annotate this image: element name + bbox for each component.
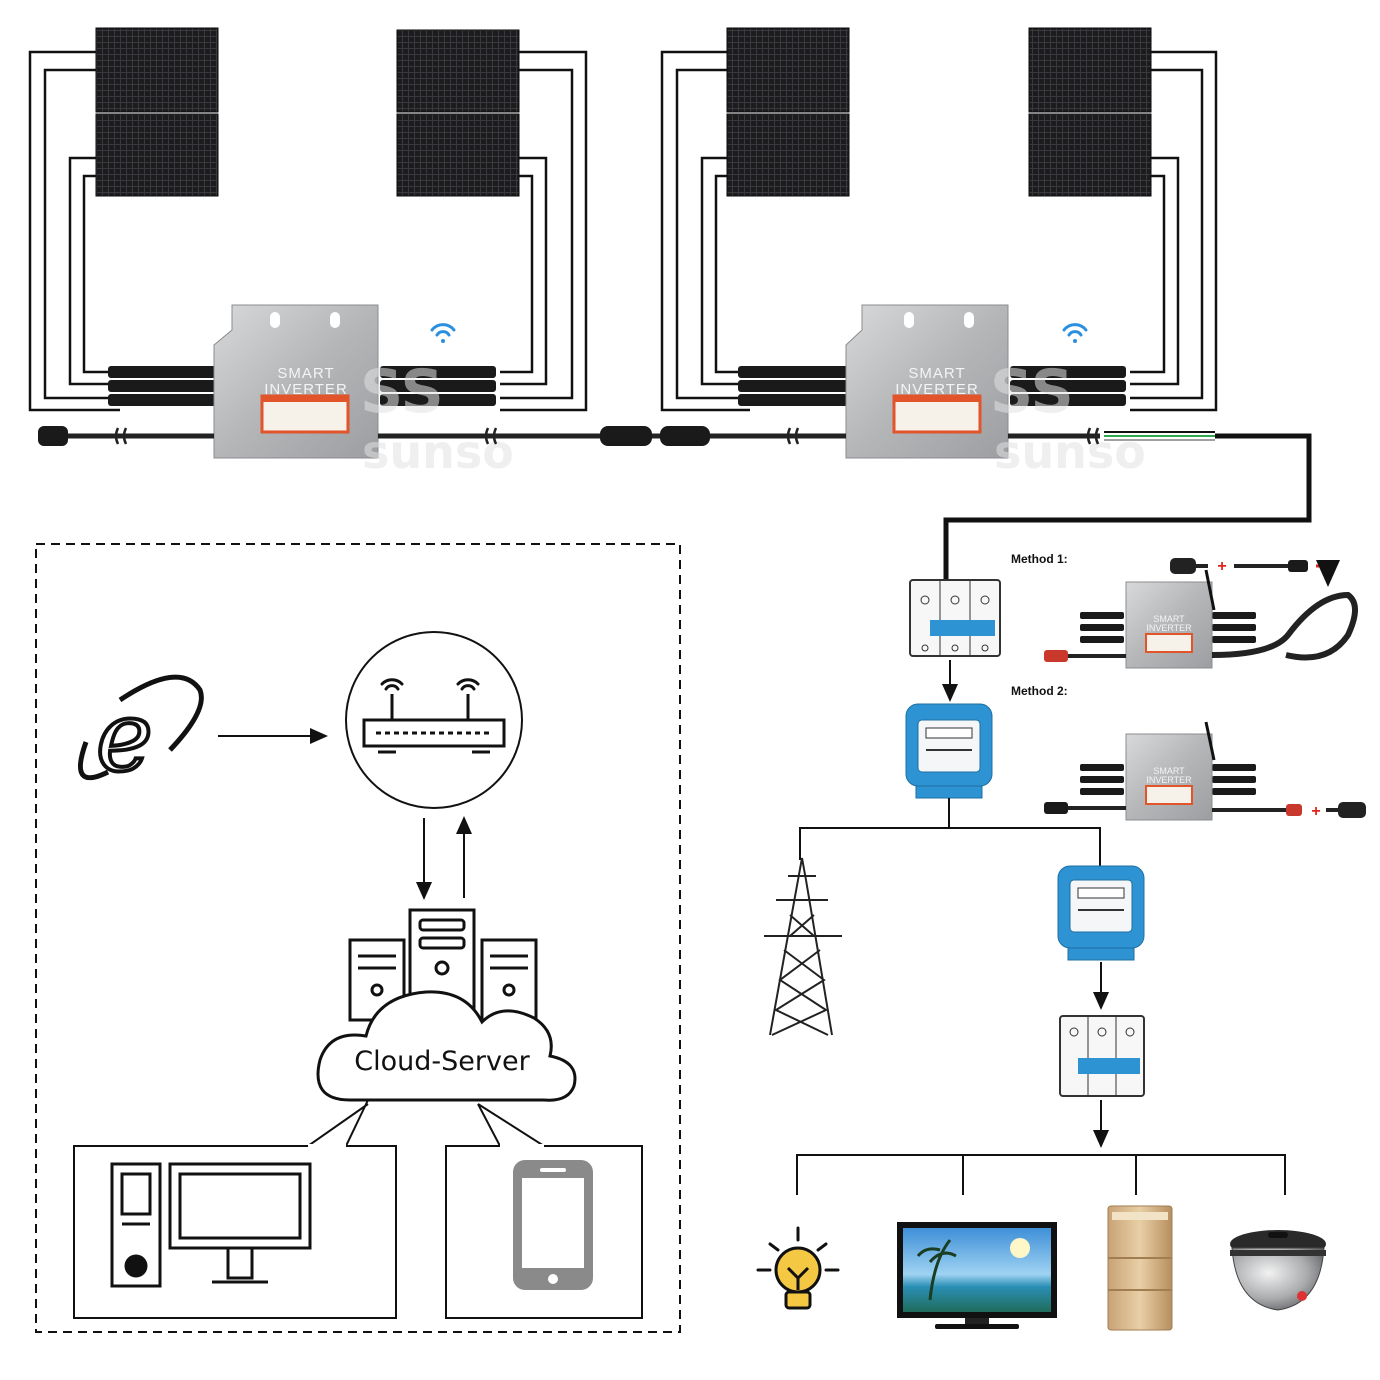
watermark-brand: sunso (362, 425, 514, 479)
solar-panel (396, 113, 520, 197)
plus-mark: + (1217, 558, 1226, 575)
micro-inverter-2: SMART INVERTER (738, 304, 1126, 459)
solar-panel (1028, 113, 1152, 197)
energy-meter-icon (1057, 865, 1145, 961)
inverter-title-line2: INVERTER (264, 381, 348, 398)
dc-connectors (108, 366, 496, 406)
method-2-inverter: SMART INVERTER + (1044, 721, 1366, 821)
method-1-label: Method 1: (1011, 552, 1068, 566)
cloud-server: Cloud-Server (307, 990, 577, 1147)
inverter-title-line2: INVERTER (1146, 775, 1192, 785)
ac-trunk-cable (38, 426, 1312, 585)
inverter-title-line1: SMART (908, 365, 965, 382)
panel-wiring (28, 50, 1218, 412)
solar-panel (1028, 27, 1152, 113)
watermark-brand: sunso (994, 425, 1146, 479)
solar-panel (95, 113, 219, 197)
method-1-inverter: SMART INVERTER (1044, 569, 1358, 669)
solar-panel (726, 113, 850, 197)
schuko-plug-icon (1326, 802, 1366, 818)
inverter-title-line2: INVERTER (895, 381, 979, 398)
circuit-breaker-icon (1059, 1015, 1145, 1097)
dc-connectors (738, 366, 1126, 406)
grid-distribution-lines (799, 798, 1101, 868)
micro-inverter-1: SMART INVERTER (108, 304, 496, 459)
inverter-title-line2: INVERTER (1146, 623, 1192, 633)
wifi-signal-icon (430, 323, 456, 343)
watermark-logo: SS (990, 357, 1074, 427)
cloud-server-label: Cloud-Server (354, 1046, 530, 1077)
power-pylon-icon (764, 857, 842, 1036)
ac-wires (1104, 431, 1215, 441)
smartphone-icon (513, 1160, 593, 1290)
inverter-title-line1: SMART (1153, 614, 1185, 624)
desktop-computer-icon (110, 1162, 312, 1288)
wifi-router-icon (345, 631, 523, 809)
internet-explorer-icon: e (77, 674, 204, 795)
refrigerator-icon (1107, 1205, 1173, 1331)
cable-coupler (600, 426, 652, 446)
solar-panel (726, 27, 850, 113)
rice-cooker-icon (1230, 1230, 1326, 1311)
solar-panel (95, 27, 219, 113)
television-icon (897, 1222, 1057, 1329)
svg-text:e: e (96, 681, 153, 793)
monitoring-boundary (35, 543, 681, 1333)
appliance-branch-lines (796, 1154, 1286, 1195)
cable-coupler (660, 426, 710, 446)
method-1-cable: + (1170, 558, 1340, 587)
watermark-logo: SS (360, 357, 444, 427)
light-bulb-icon (756, 1226, 840, 1310)
plus-mark: + (1311, 803, 1320, 820)
inverter-title-line1: SMART (277, 365, 334, 382)
circuit-breaker-icon (909, 579, 1001, 657)
schuko-plug-icon (1170, 558, 1208, 574)
energy-meter-icon (905, 703, 993, 799)
solar-panel (396, 29, 520, 113)
inverter-title-line1: SMART (1153, 766, 1185, 776)
solar-panels (95, 27, 1152, 197)
method-2-label: Method 2: (1011, 684, 1068, 698)
wifi-signal-icon (1062, 323, 1088, 343)
